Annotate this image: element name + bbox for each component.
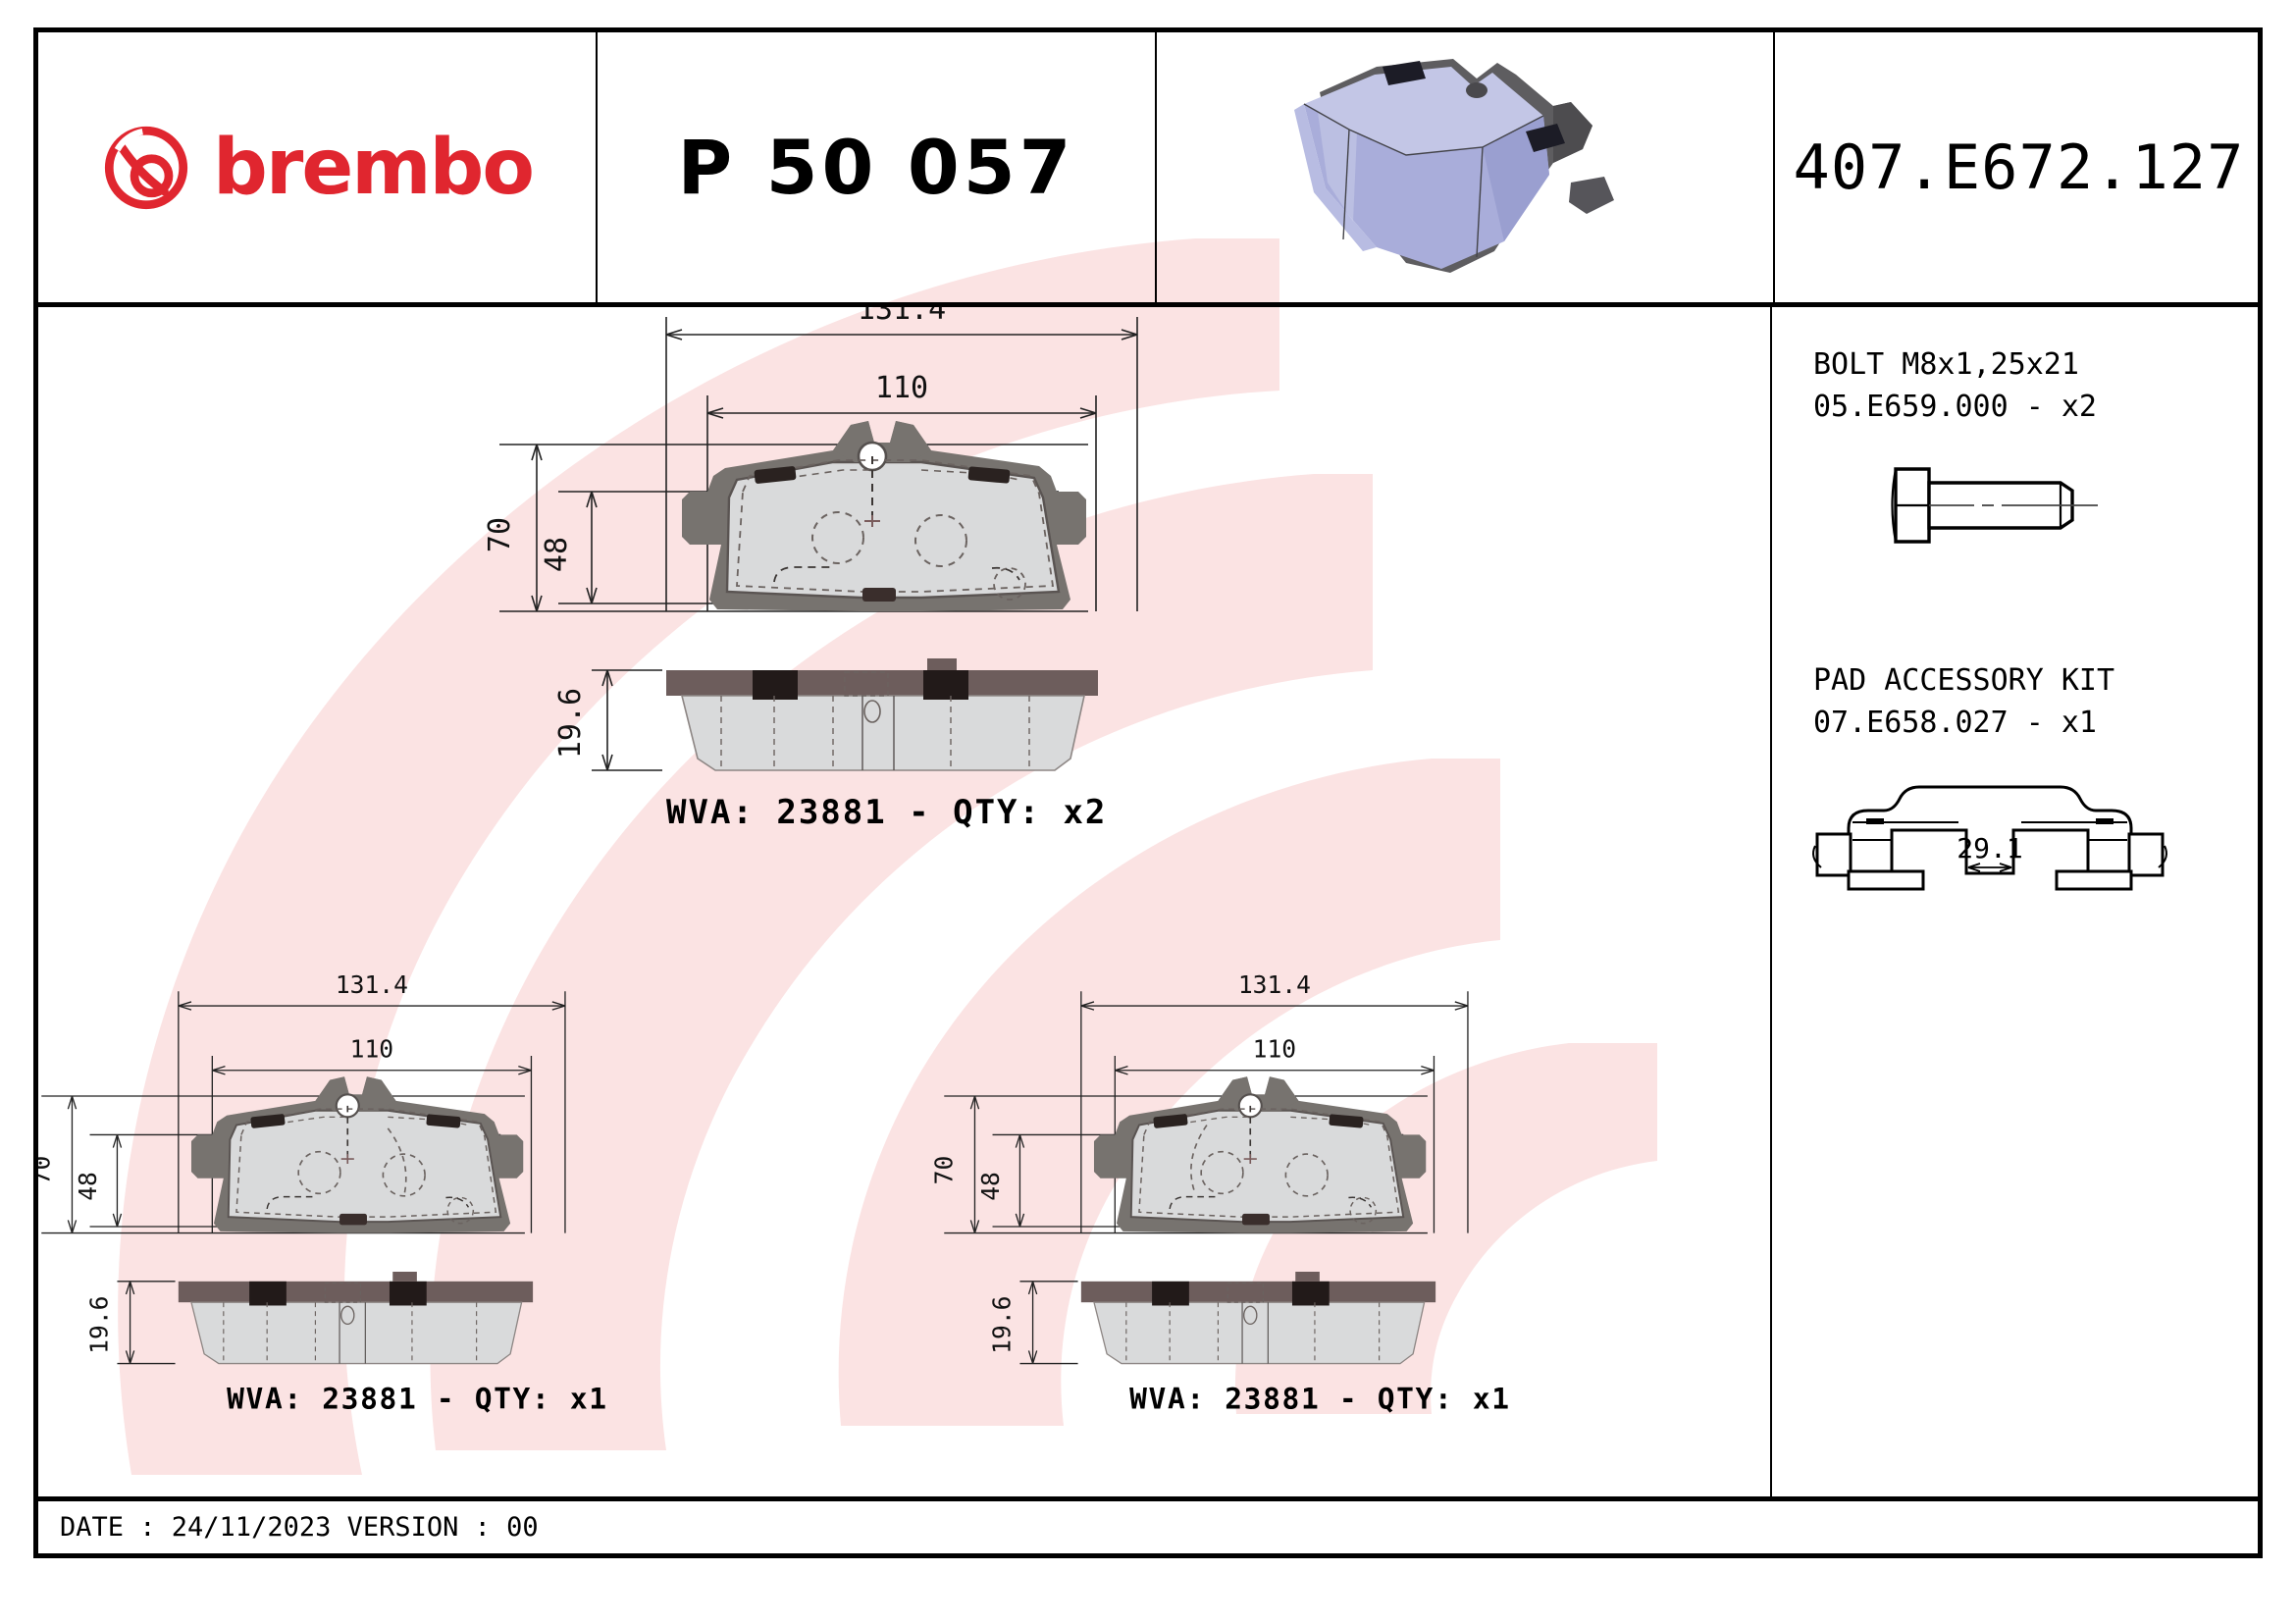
pad-view-bottom-left: 131.4 110 70 48 (38, 970, 608, 1416)
dim-thickness-bl: 19.6 (85, 1296, 114, 1354)
brembo-logo-icon (104, 126, 188, 209)
dim-height-outer-br: 70 (929, 1156, 958, 1185)
part-number-cell: 407.E672.127 (1775, 32, 2258, 302)
accessory-pad-kit: PAD ACCESSORY KIT 07.E658.027 - x1 (1772, 660, 2258, 911)
dim-thickness-br: 19.6 (988, 1296, 1017, 1354)
pad-side-profile-bottom-left (178, 1271, 534, 1365)
bolt-title: BOLT M8x1,25x21 (1813, 347, 2079, 382)
product-code-cell: P 50 057 (598, 32, 1157, 302)
pad-views-area: 131.4 110 70 48 (38, 307, 1768, 1496)
hex-bolt-icon (1891, 467, 2098, 544)
accessory-column: BOLT M8x1,25x21 05.E659.000 - x2 (1770, 307, 2258, 1496)
technical-drawing-sheet: brembo P 50 057 (33, 27, 2263, 1558)
pad-kit-title: PAD ACCESSORY KIT (1813, 663, 2115, 698)
part-number: 407.E672.127 (1793, 131, 2245, 203)
dim-height-outer-bl: 70 (38, 1156, 55, 1185)
accessory-bolt: BOLT M8x1,25x21 05.E659.000 - x2 (1772, 344, 2258, 550)
drawing-body: 131.4 110 70 48 (38, 307, 2258, 1496)
dim-thickness-top: 19.6 (553, 688, 588, 759)
pad-view-top: 131.4 110 70 48 (483, 307, 1138, 832)
wva-label-top: WVA: 23881 - QTY: x2 (666, 793, 1107, 832)
pad-side-profile-top (666, 658, 1098, 771)
brand-cell: brembo (38, 32, 598, 302)
title-block-header: brembo P 50 057 (38, 32, 2258, 307)
dim-width-inner-br: 110 (1253, 1035, 1296, 1064)
pad-view-bottom-right: 131.4 110 70 48 (929, 970, 1511, 1416)
dim-height-inner-br: 48 (976, 1172, 1005, 1201)
pad-face-top (682, 421, 1086, 611)
product-code: P 50 057 (677, 124, 1075, 211)
product-photo-cell (1157, 32, 1775, 302)
brake-pad-3d-render (1294, 58, 1614, 273)
pad-clip-icon: 29.1 (1812, 785, 2167, 891)
dim-height-outer-top: 70 (483, 517, 517, 552)
dim-height-inner-bl: 48 (74, 1172, 102, 1201)
dim-height-inner-top: 48 (540, 537, 574, 572)
dim-width-inner-bl: 110 (350, 1035, 393, 1064)
brand-name: brembo (213, 123, 535, 212)
wva-label-bottom-right: WVA: 23881 - QTY: x1 (1129, 1383, 1511, 1416)
dim-width-outer-bl: 131.4 (336, 970, 408, 999)
pad-kit-dimension: 29.1 (1957, 832, 2022, 864)
wva-label-bottom-left: WVA: 23881 - QTY: x1 (227, 1383, 608, 1416)
bolt-code-qty: 05.E659.000 - x2 (1813, 389, 2097, 424)
dim-width-outer-top: 131.4 (858, 307, 946, 327)
footer-bar: DATE : 24/11/2023 VERSION : 00 (38, 1496, 2258, 1553)
pad-face-bottom-left (190, 1076, 524, 1233)
dim-width-inner-top: 110 (875, 371, 928, 405)
pad-face-bottom-right (1093, 1076, 1427, 1233)
dim-width-outer-br: 131.4 (1238, 970, 1311, 999)
pad-side-profile-bottom-right (1080, 1271, 1436, 1365)
pad-kit-code-qty: 07.E658.027 - x1 (1813, 705, 2097, 740)
date-version-text: DATE : 24/11/2023 VERSION : 00 (60, 1512, 539, 1543)
